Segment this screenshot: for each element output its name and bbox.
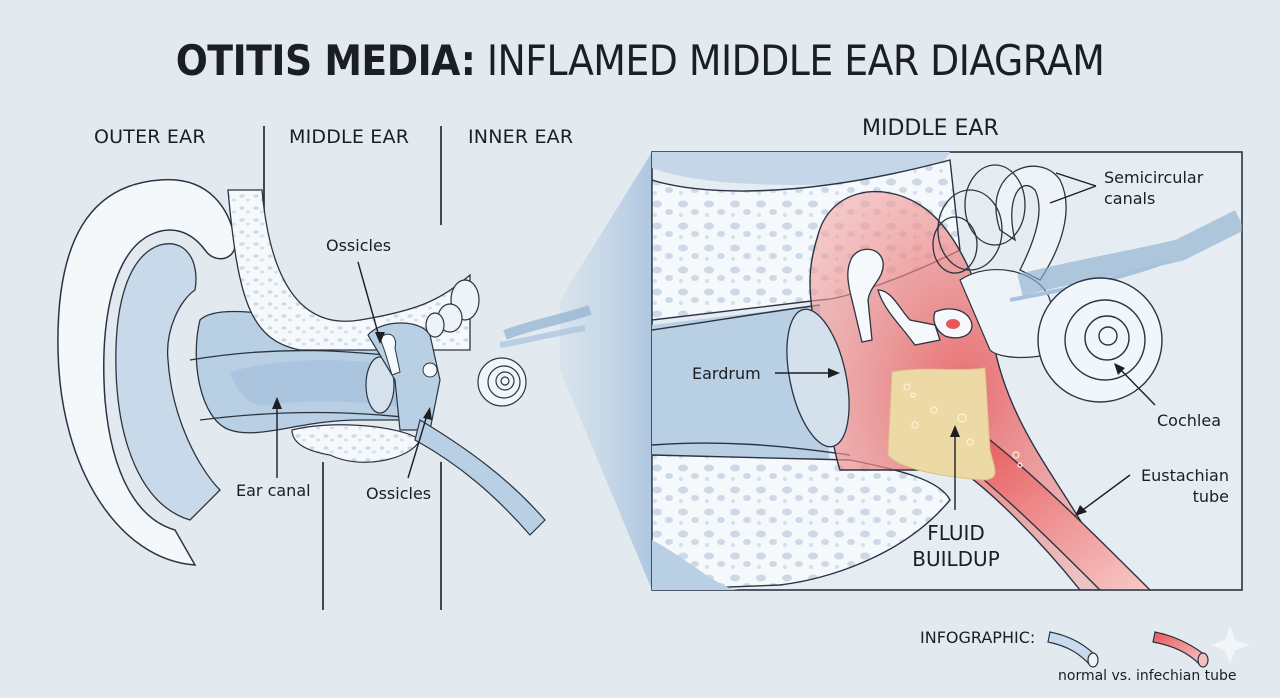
- legend-caption: normal vs. infechian tube: [1058, 668, 1237, 684]
- label-semicircular-canals: Semicircular canals: [1104, 167, 1203, 209]
- label-eustachian-tube: Eustachian tube: [1133, 465, 1229, 507]
- page-title: OTITIS MEDIA: INFLAMED MIDDLE EAR DIAGRA…: [0, 36, 1280, 85]
- label-semicircular-line1: Semicircular: [1104, 168, 1204, 187]
- label-eustachian-line2: tube: [1192, 487, 1229, 506]
- label-ear-canal: Ear canal: [236, 481, 311, 500]
- label-cochlea: Cochlea: [1157, 411, 1221, 430]
- label-eustachian-line1: Eustachian: [1141, 466, 1229, 485]
- detail-heading: MIDDLE EAR: [862, 116, 999, 141]
- label-eardrum: Eardrum: [692, 364, 761, 383]
- label-ossicles-bottom: Ossicles: [366, 484, 432, 503]
- section-label-inner-ear: INNER EAR: [468, 126, 574, 148]
- section-label-outer-ear: OUTER EAR: [94, 126, 206, 148]
- label-fluid-line2: BUILDUP: [912, 547, 1000, 571]
- label-semicircular-line2: canals: [1104, 189, 1156, 208]
- label-ossicles-top: Ossicles: [326, 236, 392, 255]
- label-fluid-line1: FLUID: [927, 521, 985, 545]
- title-regular: INFLAMED MIDDLE EAR DIAGRAM: [486, 36, 1105, 85]
- title-bold: OTITIS MEDIA:: [175, 36, 476, 85]
- section-label-middle-ear: MIDDLE EAR: [289, 126, 410, 148]
- normal-tube-icon: [1047, 631, 1099, 668]
- label-fluid-buildup: FLUID BUILDUP: [908, 520, 1004, 572]
- legend-prefix: INFOGRAPHIC:: [920, 628, 1036, 647]
- inflamed-tube-icon: [1152, 631, 1209, 668]
